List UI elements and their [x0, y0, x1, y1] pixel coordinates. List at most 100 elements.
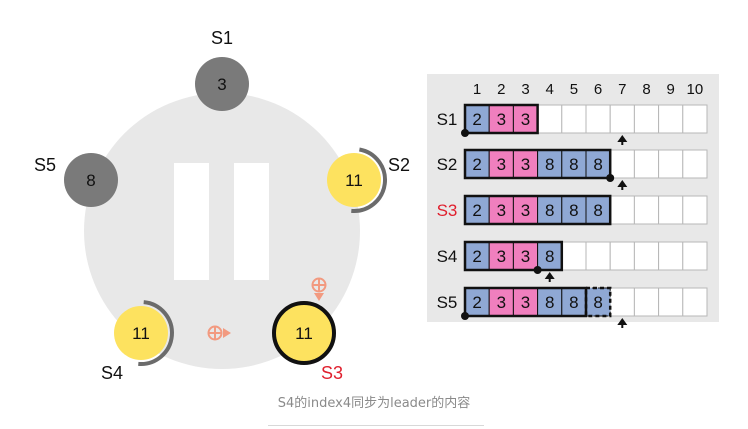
pause-bar-right [234, 163, 269, 280]
next-index-marker-icon [617, 318, 628, 325]
election-timer-arc [351, 147, 387, 213]
next-index-marker-icon [617, 180, 628, 187]
log-entry-term: 8 [593, 201, 602, 220]
log-index-label: 5 [570, 81, 578, 98]
log-index-label: 6 [594, 81, 602, 98]
log-slot [609, 104, 635, 134]
log-entry-term: 8 [569, 201, 578, 220]
log-entry-term: 3 [497, 155, 506, 174]
server-term: 8 [86, 171, 95, 190]
log-slot [682, 287, 708, 317]
log-entry-term: 8 [545, 201, 554, 220]
log-entry-term: 8 [593, 155, 602, 174]
log-entries-outline [463, 286, 588, 318]
log-entry-term: 8 [593, 293, 602, 312]
log-slot [658, 287, 684, 317]
server-node-circle [272, 301, 336, 365]
log-slot [658, 149, 684, 179]
log-row-server-label: S4 [437, 247, 458, 266]
log-slot [633, 149, 660, 179]
message-arrowhead-icon [223, 328, 231, 338]
log-index-label: 8 [642, 81, 650, 98]
log-entry-term: 8 [545, 293, 554, 312]
cluster-background [84, 93, 360, 369]
log-slot [585, 241, 611, 271]
log-slot [682, 149, 708, 179]
server-term: 11 [345, 171, 363, 190]
log-slot [609, 195, 635, 225]
server-node-circle [114, 306, 168, 360]
log-entry [488, 195, 514, 225]
log-entry-term: 3 [521, 110, 530, 129]
log-entry-term: 3 [497, 110, 506, 129]
log-entry-term: 2 [472, 293, 481, 312]
log-entry-term: 2 [472, 201, 481, 220]
caption-divider [268, 425, 484, 426]
append-entries-arrow-to-s4 [207, 325, 231, 341]
server-term: 11 [132, 324, 150, 343]
log-entry-term: 3 [521, 247, 530, 266]
next-index-marker-icon [617, 135, 628, 142]
log-slot [609, 149, 635, 179]
server-label: S4 [101, 363, 123, 383]
server-label: S5 [34, 155, 56, 175]
log-slot [585, 104, 611, 134]
log-index-label: 4 [546, 81, 554, 98]
log-slot [658, 195, 684, 225]
message-arrowhead-icon [314, 293, 324, 301]
log-entries-outline [463, 194, 612, 226]
next-index-marker-icon [544, 272, 555, 279]
log-slot [682, 104, 708, 134]
log-entry [585, 195, 611, 225]
log-row-server-label: S2 [437, 155, 458, 174]
log-entry-term: 3 [497, 293, 506, 312]
log-slot [537, 104, 563, 134]
log-entry [561, 287, 587, 317]
log-index-label: 3 [521, 81, 529, 98]
log-entry-term: 8 [545, 155, 554, 174]
log-entry-term: 3 [497, 247, 506, 266]
commit-index-dot [606, 174, 615, 182]
append-entries-arrow-to-s2 [311, 277, 327, 301]
log-entry-term: 3 [497, 201, 506, 220]
log-entry-term: 2 [472, 247, 481, 266]
server-node-circle [327, 153, 381, 207]
server-s1[interactable]: 3 S1 [195, 28, 249, 111]
log-entry-term: 8 [569, 155, 578, 174]
log-entry-term: 8 [545, 247, 554, 266]
server-label: S1 [211, 28, 233, 48]
log-slot [561, 104, 587, 134]
log-slot [633, 104, 660, 134]
server-term: 3 [217, 75, 226, 94]
commit-index-dot [461, 129, 469, 137]
log-entry-pending-outline [584, 286, 612, 318]
log-slot [609, 287, 635, 317]
log-index-label: 9 [667, 81, 675, 98]
log-row-server-label: S1 [437, 110, 458, 129]
server-s5[interactable]: 8 S5 [34, 153, 118, 207]
log-slot [658, 241, 684, 271]
log-index-label: 10 [687, 81, 704, 98]
log-entry-term: 8 [569, 293, 578, 312]
log-index-label: 7 [618, 81, 626, 98]
log-slot [561, 241, 587, 271]
server-node-circle [64, 153, 118, 207]
server-term: 11 [295, 324, 313, 343]
pause-bar-left [174, 163, 209, 280]
figure-caption: S4的index4同步为leader的内容 [277, 396, 471, 411]
log-entry-term: 3 [521, 155, 530, 174]
log-entry-term: 3 [521, 201, 530, 220]
log-entries-outline [463, 103, 539, 135]
log-slot [633, 287, 660, 317]
